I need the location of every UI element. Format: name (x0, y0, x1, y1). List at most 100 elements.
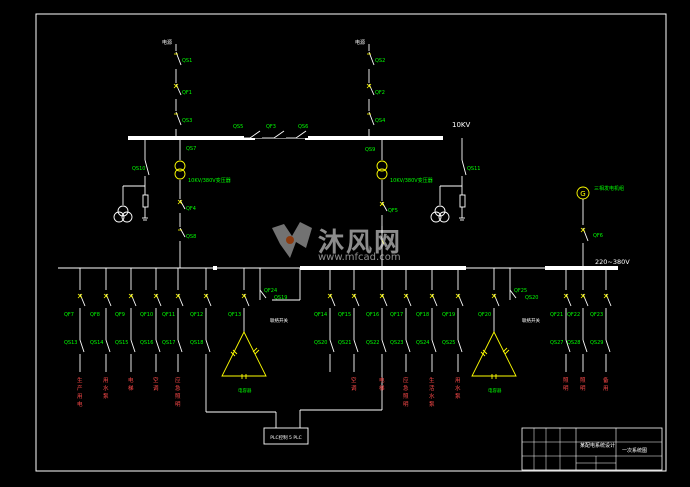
lv-tie-label: QF24 (264, 288, 277, 294)
voltage-transformer-icon (117, 205, 129, 217)
feeder-breaker-label: QF8 (90, 312, 100, 318)
incomer-device-label: QS1 (182, 58, 192, 64)
pt-device-label: QS10 (132, 166, 145, 172)
feeder-breaker-label: QF22 (567, 312, 580, 318)
breaker-mark-icon (173, 83, 179, 89)
feeder-switch (405, 293, 412, 307)
feeder-isolator (130, 339, 136, 353)
cap-breaker-label: QF13 (228, 312, 241, 318)
feeder-breaker-label: QF14 (314, 312, 327, 318)
feeder-name: 泵 (429, 401, 435, 408)
transformer-icon (376, 168, 388, 180)
feeder-name: 空 (153, 376, 159, 384)
feeder-isolator-label: QS27 (550, 340, 563, 346)
feeder-breaker-label: QF21 (550, 312, 563, 318)
breaker-mark-icon (327, 293, 333, 299)
feeder-name: 用 (455, 377, 461, 384)
lv-tie-label: QF25 (514, 288, 527, 294)
lv-tie-name: 联络开关 (522, 317, 540, 324)
breaker-mark-icon (177, 199, 183, 205)
feeder-isolator-label: QS16 (140, 340, 153, 346)
feeder-isolator-label: QS20 (314, 340, 327, 346)
feeder-isolator (457, 339, 463, 353)
incomer-device-label: QS3 (182, 118, 192, 124)
tx-device-label: QF4 (186, 206, 196, 212)
breaker-mark-icon (455, 293, 461, 299)
voltage-transformer-icon (430, 211, 442, 223)
watermark-url: www.mfcad.com (318, 252, 401, 263)
lv-tie-label: QS20 (525, 295, 538, 301)
feeder-isolator-label: QS21 (338, 340, 351, 346)
lv-bus-voltage: 220~380V (595, 258, 630, 266)
feeder-breaker-label: QF9 (115, 312, 125, 318)
feeder-name: 空 (351, 376, 357, 384)
capacitor-bank-icon (221, 330, 267, 377)
feeder-breaker-label: QF11 (162, 312, 175, 318)
feeder-isolator-label: QS14 (90, 340, 103, 346)
lv-tie-label: QS19 (274, 295, 287, 301)
feeder-switch (605, 293, 612, 307)
title-block: 某配电系统设计 一次系统图 (521, 427, 663, 471)
tx-device-label: QS9 (365, 147, 375, 153)
feeder-name: 电 (128, 376, 134, 384)
breaker-mark-icon (153, 293, 159, 299)
incomer-device-label: QS4 (375, 118, 385, 124)
feeder-breaker-label: QF15 (338, 312, 351, 318)
generator-symbol: G (580, 190, 585, 198)
pt-switch (144, 159, 150, 176)
gap-mask (368, 51, 375, 69)
tie-switch-blade (509, 289, 517, 299)
breaker-mark-icon (241, 293, 247, 299)
feeder-isolator-label: QS22 (366, 340, 379, 346)
generator-switch (582, 227, 589, 242)
feeder-name: 急 (403, 384, 409, 392)
hv-bus-voltage: 10KV (452, 121, 470, 129)
feeder-isolator (155, 339, 161, 353)
incomer-device-label: QF2 (375, 90, 385, 96)
feeder-isolator-label: QS13 (64, 340, 77, 346)
tx-secondary-switch (179, 227, 186, 238)
feeder-switch (582, 293, 589, 307)
supply-label: 电源 (162, 39, 172, 46)
breaker-mark-icon (491, 293, 497, 299)
feeder-name: 调 (351, 384, 357, 392)
lv-tie-name: 联络开关 (270, 317, 288, 324)
voltage-transformer-icon (434, 205, 446, 217)
breaker-mark-icon (603, 293, 609, 299)
feeder-name: 应 (175, 376, 181, 384)
feeder-name: 生 (429, 376, 435, 384)
watermark-text: 沐风网 (318, 228, 403, 258)
feeder-switch (329, 293, 336, 307)
capacitor-icon (230, 347, 260, 379)
tx-device-label: QS7 (186, 146, 196, 152)
feeder-name: 照 (563, 377, 569, 384)
feeder-switch (565, 293, 572, 307)
plc-box (263, 427, 309, 445)
bus-tie-label: QS5 (233, 124, 243, 130)
incomer-switch (175, 83, 182, 96)
gap-mask (179, 227, 186, 241)
cap-breaker-label: QF20 (478, 312, 491, 318)
gap-mask (582, 225, 590, 243)
feeder-name: 用 (603, 385, 609, 392)
feeder-isolator (105, 339, 111, 353)
title-block-project: 某配电系统设计 (580, 442, 615, 449)
cap-label: 电容器 (488, 387, 502, 394)
breaker-mark-icon (203, 293, 209, 299)
feeder-name: 急 (175, 384, 181, 392)
gap-mask (175, 83, 182, 99)
feeder-switch (457, 293, 464, 307)
drawing-frame (35, 13, 667, 472)
feeder-name: 用 (77, 393, 83, 400)
feeder-isolator-label: QS28 (567, 340, 580, 346)
incomer-device-label: QF1 (182, 90, 192, 96)
supply-label: 电源 (355, 39, 365, 46)
feeder-breaker-label: QF23 (590, 312, 603, 318)
breaker-mark-icon (103, 293, 109, 299)
breaker-mark-icon (379, 201, 385, 207)
feeder-isolator (329, 339, 335, 353)
transformer-rating: 10KV/380V变压器 (390, 177, 433, 184)
breaker-mark-icon (128, 293, 134, 299)
generator-label: 三相发电机组 (594, 185, 624, 192)
